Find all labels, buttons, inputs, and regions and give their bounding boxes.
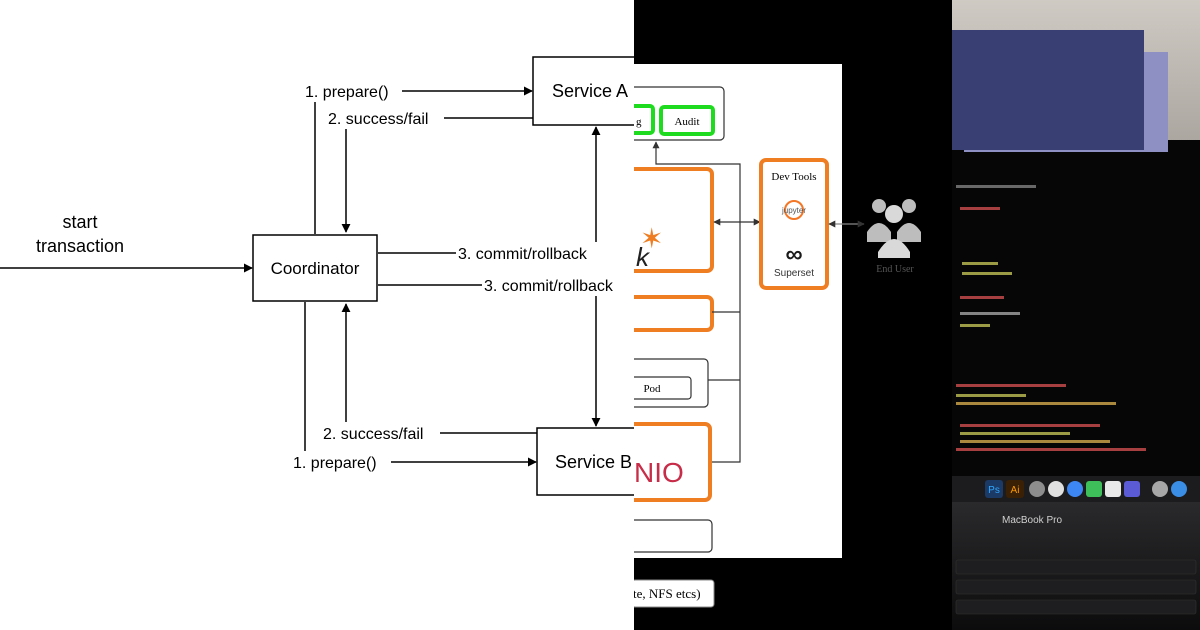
dev-tools-label: Dev Tools (771, 171, 816, 183)
success-a-arrow (341, 117, 533, 233)
service-b-box (536, 427, 634, 496)
minio-label: NIO (634, 457, 684, 488)
service-a-box (532, 56, 634, 126)
storage-box (634, 579, 715, 608)
dev-tools-box (759, 158, 829, 290)
commit-b-arrow (378, 284, 601, 427)
dock-icons: Ps Ai (985, 480, 1187, 498)
app-icon-3 (1067, 481, 1083, 497)
prepare-b-label: 1. prepare() (293, 455, 377, 472)
service-b-label: Service B (555, 452, 632, 472)
audit-box (659, 105, 715, 136)
superset-label: Superset (774, 268, 814, 279)
app-icon-5 (1105, 481, 1121, 497)
bus-line (712, 222, 741, 463)
laptop-brand: MacBook Pro (1002, 515, 1062, 526)
service-a-label: Service A (552, 81, 628, 101)
start-label-line1: start (62, 212, 97, 232)
spark-box (634, 167, 714, 273)
success-b-label: 2. success/fail (323, 426, 423, 443)
app-icon-8 (1171, 481, 1187, 497)
pod-box (634, 376, 692, 400)
data-platform-svg: g Audit ✶ k Pod NIO Dev Tools jupyter ∞ … (634, 64, 921, 608)
end-user-label: End User (876, 264, 914, 275)
app-icon-4 (1086, 481, 1102, 497)
bottom-box (634, 519, 713, 553)
success-a-label: 2. success/fail (328, 111, 428, 128)
spark-star-icon: ✶ (640, 223, 663, 254)
laptop-photo: Ps Ai MacBook Pro (952, 0, 1200, 630)
jupyter-icon (784, 200, 804, 220)
commit-b-label: 3. commit/rollback (484, 278, 614, 295)
compute-box (634, 295, 714, 332)
spark-label: k (636, 242, 651, 272)
app-icon-1 (1029, 481, 1045, 497)
code-lines (956, 185, 1146, 451)
illustrator-icon (1006, 480, 1024, 498)
jupyter-label: jupyter (781, 206, 806, 215)
commit-a-arrow (378, 126, 601, 254)
two-phase-commit-svg: start transaction Coordinator Service A … (0, 56, 634, 496)
illustrator-icon-label: Ai (1011, 485, 1020, 496)
screen-window-front (952, 30, 1144, 150)
keyboard-keys (955, 559, 1197, 615)
photoshop-icon (985, 480, 1003, 498)
screen-bezel (952, 140, 1200, 500)
app-icon-7 (1152, 481, 1168, 497)
end-user-icon (867, 199, 921, 258)
commit-a-label: 3. commit/rollback (458, 246, 588, 263)
app-icon-6 (1124, 481, 1140, 497)
two-phase-commit-diagram: start transaction Coordinator Service A … (0, 0, 634, 630)
log-box (634, 104, 655, 135)
start-label-line2: transaction (36, 236, 124, 256)
photoshop-icon-label: Ps (988, 485, 1000, 496)
superset-icon: ∞ (785, 241, 802, 268)
storage-label: te, NFS etcs) (634, 586, 701, 601)
prepare-a-label: 1. prepare() (305, 84, 389, 101)
minio-box (634, 422, 712, 502)
coordinator-box (252, 234, 378, 302)
pod-label: Pod (643, 383, 661, 395)
to-security-arrow (652, 141, 741, 222)
success-b-arrow (341, 303, 537, 434)
data-platform-diagram: g Audit ✶ k Pod NIO Dev Tools jupyter ∞ … (634, 0, 952, 630)
app-icon-2 (1048, 481, 1064, 497)
coordinator-label: Coordinator (271, 259, 360, 278)
audit-label: Audit (674, 116, 699, 128)
log-label: g (636, 116, 642, 128)
laptop-photo-svg: Ps Ai MacBook Pro (952, 0, 1200, 630)
